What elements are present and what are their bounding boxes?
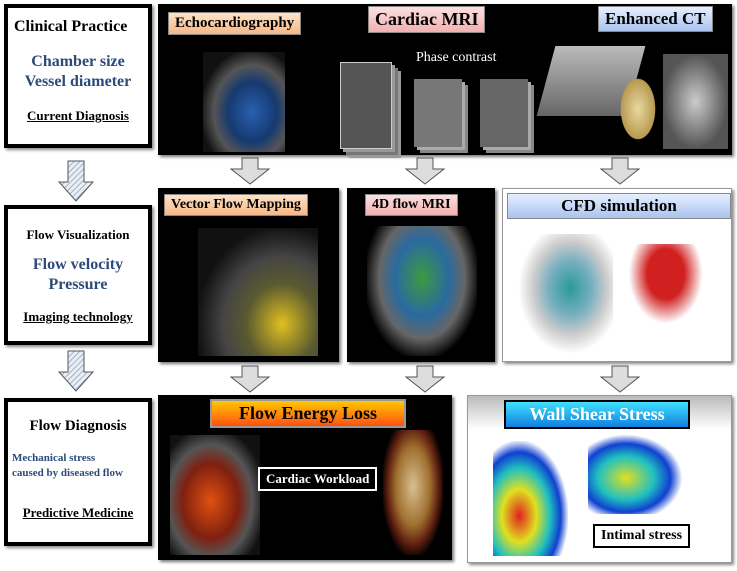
- aorta-3d-image: [618, 74, 658, 144]
- box-footer: Imaging technology: [23, 309, 133, 324]
- down-arrow-icon: [58, 160, 94, 202]
- ct-cross-section-image: [663, 54, 728, 149]
- down-arrow-icon: [405, 157, 445, 185]
- vector-flow-image: [198, 228, 318, 356]
- phase-contrast-image: [480, 79, 528, 147]
- 4d-flow-image: [367, 226, 477, 356]
- wss-aneurysm-image: [588, 434, 683, 514]
- clinical-practice-box: Clinical Practice Chamber size Vessel di…: [4, 4, 152, 148]
- phase-contrast-label: Phase contrast: [416, 50, 497, 65]
- cfd-simulation-label: CFD simulation: [507, 193, 731, 219]
- box-title: Flow Visualization: [26, 227, 130, 242]
- down-arrow-icon: [230, 157, 270, 185]
- box-body-line: caused by diseased flow: [12, 467, 123, 479]
- box-body-line: Chamber size: [31, 53, 125, 70]
- down-arrow-icon: [600, 365, 640, 393]
- vector-flow-mapping-label: Vector Flow Mapping: [164, 194, 308, 216]
- 4d-flow-mri-label: 4D flow MRI: [365, 194, 458, 216]
- cardiac-mri-stack-image: [340, 62, 392, 149]
- cardiac-workload-label: Cardiac Workload: [258, 467, 378, 491]
- box-title: Flow Diagnosis: [29, 418, 127, 434]
- down-arrow-icon: [58, 350, 94, 392]
- phase-contrast-image: [414, 79, 462, 147]
- 4d-flow-mri-panel: 4D flow MRI: [347, 188, 495, 362]
- flow-energy-loss-panel: Flow Energy Loss Cardiac Workload: [158, 395, 452, 560]
- box-body-line: Mechanical stress: [12, 452, 96, 464]
- energy-loss-heart-image: [383, 430, 443, 555]
- cfd-coronary-image: [623, 244, 718, 344]
- wall-shear-stress-label: Wall Shear Stress: [504, 400, 690, 429]
- cardiac-mri-label: Cardiac MRI: [368, 6, 486, 33]
- enhanced-ct-label: Enhanced CT: [598, 6, 713, 32]
- box-title: Clinical Practice: [14, 18, 128, 35]
- vector-flow-mapping-panel: Vector Flow Mapping: [158, 188, 339, 362]
- box-body-line: Flow velocity: [32, 256, 124, 273]
- box-body-line: Vessel diameter: [24, 73, 132, 90]
- cfd-simulation-panel: CFD simulation: [502, 188, 732, 362]
- box-body-line: Pressure: [48, 276, 108, 293]
- down-arrow-icon: [600, 157, 640, 185]
- intimal-stress-label: Intimal stress: [593, 524, 691, 548]
- wss-aorta-image: [493, 441, 568, 556]
- box-footer: Predictive Medicine: [22, 505, 134, 520]
- echocardiography-image: [203, 52, 285, 152]
- energy-loss-echo-image: [170, 435, 260, 555]
- wall-shear-stress-panel: Wall Shear Stress Intimal stress: [467, 395, 732, 563]
- down-arrow-icon: [405, 365, 445, 393]
- imaging-modalities-panel: Echocardiography Cardiac MRI Phase contr…: [158, 4, 732, 155]
- cfd-streamlines-image: [518, 234, 613, 354]
- box-footer: Current Diagnosis: [27, 108, 129, 123]
- down-arrow-icon: [230, 365, 270, 393]
- flow-energy-loss-label: Flow Energy Loss: [210, 399, 406, 428]
- flow-visualization-box: Flow Visualization Flow velocity Pressur…: [4, 205, 152, 345]
- flow-diagnosis-box: Flow Diagnosis Mechanical stress caused …: [4, 398, 152, 546]
- echocardiography-label: Echocardiography: [168, 12, 302, 35]
